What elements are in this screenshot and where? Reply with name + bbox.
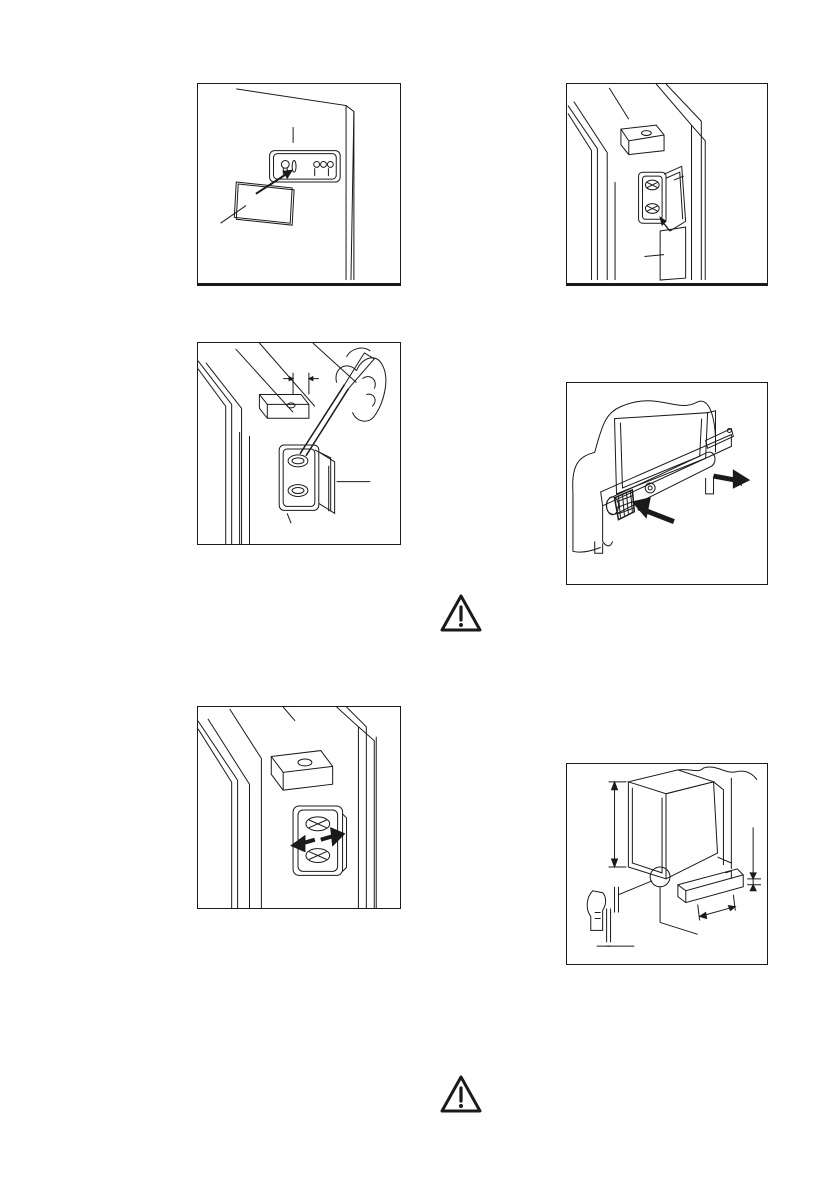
warning-triangle-icon <box>440 594 482 632</box>
door-hinge-label-drawing <box>567 84 767 283</box>
figure-vent-grille <box>566 382 768 585</box>
figure-appliance-plinth <box>566 763 768 965</box>
ventilation-grille-removal-drawing <box>567 383 767 584</box>
figure-hinge-plate-label <box>197 83 401 286</box>
figure-hinge-slide <box>197 706 401 909</box>
hinge-plate-with-label-drawing <box>198 84 400 283</box>
warning-triangle-icon <box>440 1075 482 1113</box>
appliance-plinth-measurement-drawing <box>567 764 767 964</box>
figure-hinge-screwdriver <box>197 342 401 545</box>
figure-door-hinge-label <box>566 83 768 286</box>
screwdriver-hinge-adjustment-drawing <box>198 343 400 544</box>
hinge-slide-arrows-drawing <box>198 707 400 908</box>
